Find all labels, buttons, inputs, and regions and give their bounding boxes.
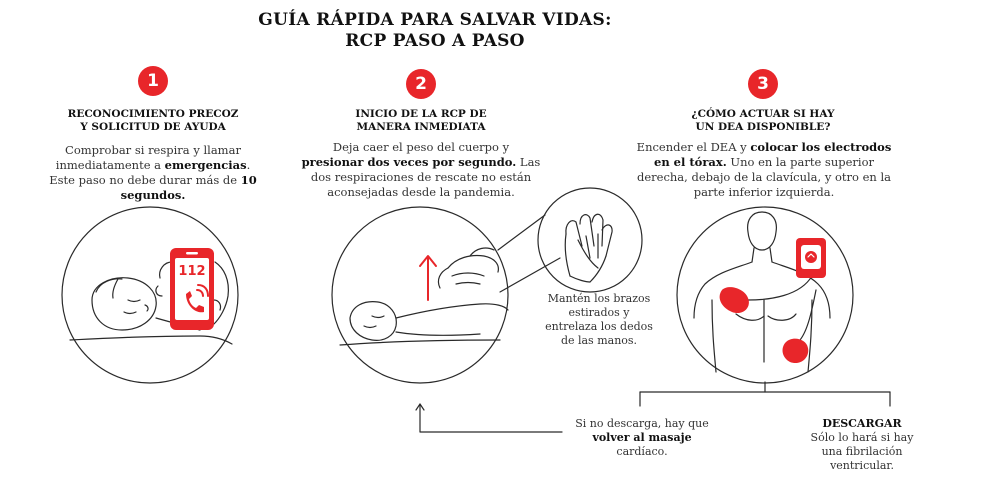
step-2-description: Deja caer el peso del cuerpo y presionar… [301, 140, 541, 200]
step-2-text-c: Las dos respiraciones de rescate no está… [310, 155, 541, 199]
no-shock-caption: Si no descarga, hay que volver al masaje… [568, 417, 716, 459]
step-1-heading-line-2: Y SOLICITUD DE AYUDA [80, 121, 226, 133]
up-arrow-icon [419, 255, 437, 301]
page-title: GUÍA RÁPIDA PARA SALVAR VIDAS: RCP PASO … [0, 10, 870, 52]
title-line-1: GUÍA RÁPIDA PARA SALVAR VIDAS: [258, 10, 612, 30]
step-3-text-b: colocar los electrodos en el tórax. [654, 140, 892, 169]
phone-number: 112 [178, 264, 206, 279]
step-1-text-c: . Este paso no debe durar más de [49, 158, 251, 187]
step-3-heading: ¿CÓMO ACTUAR SI HAY UN DEA DISPONIBLE? [663, 108, 863, 134]
step-1-heading: RECONOCIMIENTO PRECOZ Y SOLICITUD DE AYU… [53, 108, 253, 134]
step-2-text-b: presionar dos veces por segundo. [301, 155, 517, 169]
step-1-text-b: emergencias [164, 158, 247, 172]
step-3-heading-line-2: UN DEA DISPONIBLE? [695, 121, 831, 133]
outcome-flowchart [415, 381, 891, 433]
step-3-text-c: Uno en la parte superior derecha, debajo… [636, 155, 892, 199]
step-2-inset-hands [537, 187, 643, 293]
title-line-2: RCP PASO A PASO [345, 31, 525, 51]
step-2-heading: INICIO DE LA RCP DE MANERA INMEDIATA [321, 108, 521, 134]
phone-icon [170, 248, 214, 330]
defibrillator-icon [796, 238, 826, 278]
no-shock-text-b: volver al masaje [592, 431, 692, 444]
step-3-number-badge: 3 [748, 69, 778, 99]
step-1-text-a: Comprobar si respira y llamar inmediatam… [55, 143, 241, 172]
phone-call-icon [186, 284, 209, 313]
step-1-description: Comprobar si respira y llamar inmediatam… [48, 143, 258, 203]
step-3-description: Encender el DEA y colocar los electrodos… [633, 140, 895, 200]
step-2-heading-line-1: INICIO DE LA RCP DE [355, 108, 487, 120]
step-2-illustration [331, 206, 509, 384]
step-2-text-a: Deja caer el peso del cuerpo y [332, 140, 510, 154]
shock-text: Sólo lo hará si hay una fibrilación vent… [810, 431, 914, 472]
step-3-illustration [676, 206, 854, 384]
electrode-pads [719, 287, 809, 364]
no-shock-text-a: Si no descarga, hay que [575, 417, 709, 430]
step-3-heading-line-1: ¿CÓMO ACTUAR SI HAY [691, 108, 835, 120]
shock-title: DESCARGAR [822, 417, 902, 430]
no-shock-text-c: cardíaco. [616, 445, 668, 458]
shock-caption: DESCARGAR Sólo lo hará si hay una fibril… [800, 417, 924, 473]
step-1-text-d: 10 segundos. [120, 173, 257, 202]
step-1-heading-line-1: RECONOCIMIENTO PRECOZ [67, 108, 239, 120]
step-2-number-badge: 2 [406, 69, 436, 99]
step-1-number-badge: 1 [138, 66, 168, 96]
step-3-text-a: Encender el DEA y [636, 140, 751, 154]
step-2-heading-line-2: MANERA INMEDIATA [356, 121, 486, 133]
step-2-inset-caption: Mantén los brazos estirados y entrelaza … [545, 292, 653, 347]
